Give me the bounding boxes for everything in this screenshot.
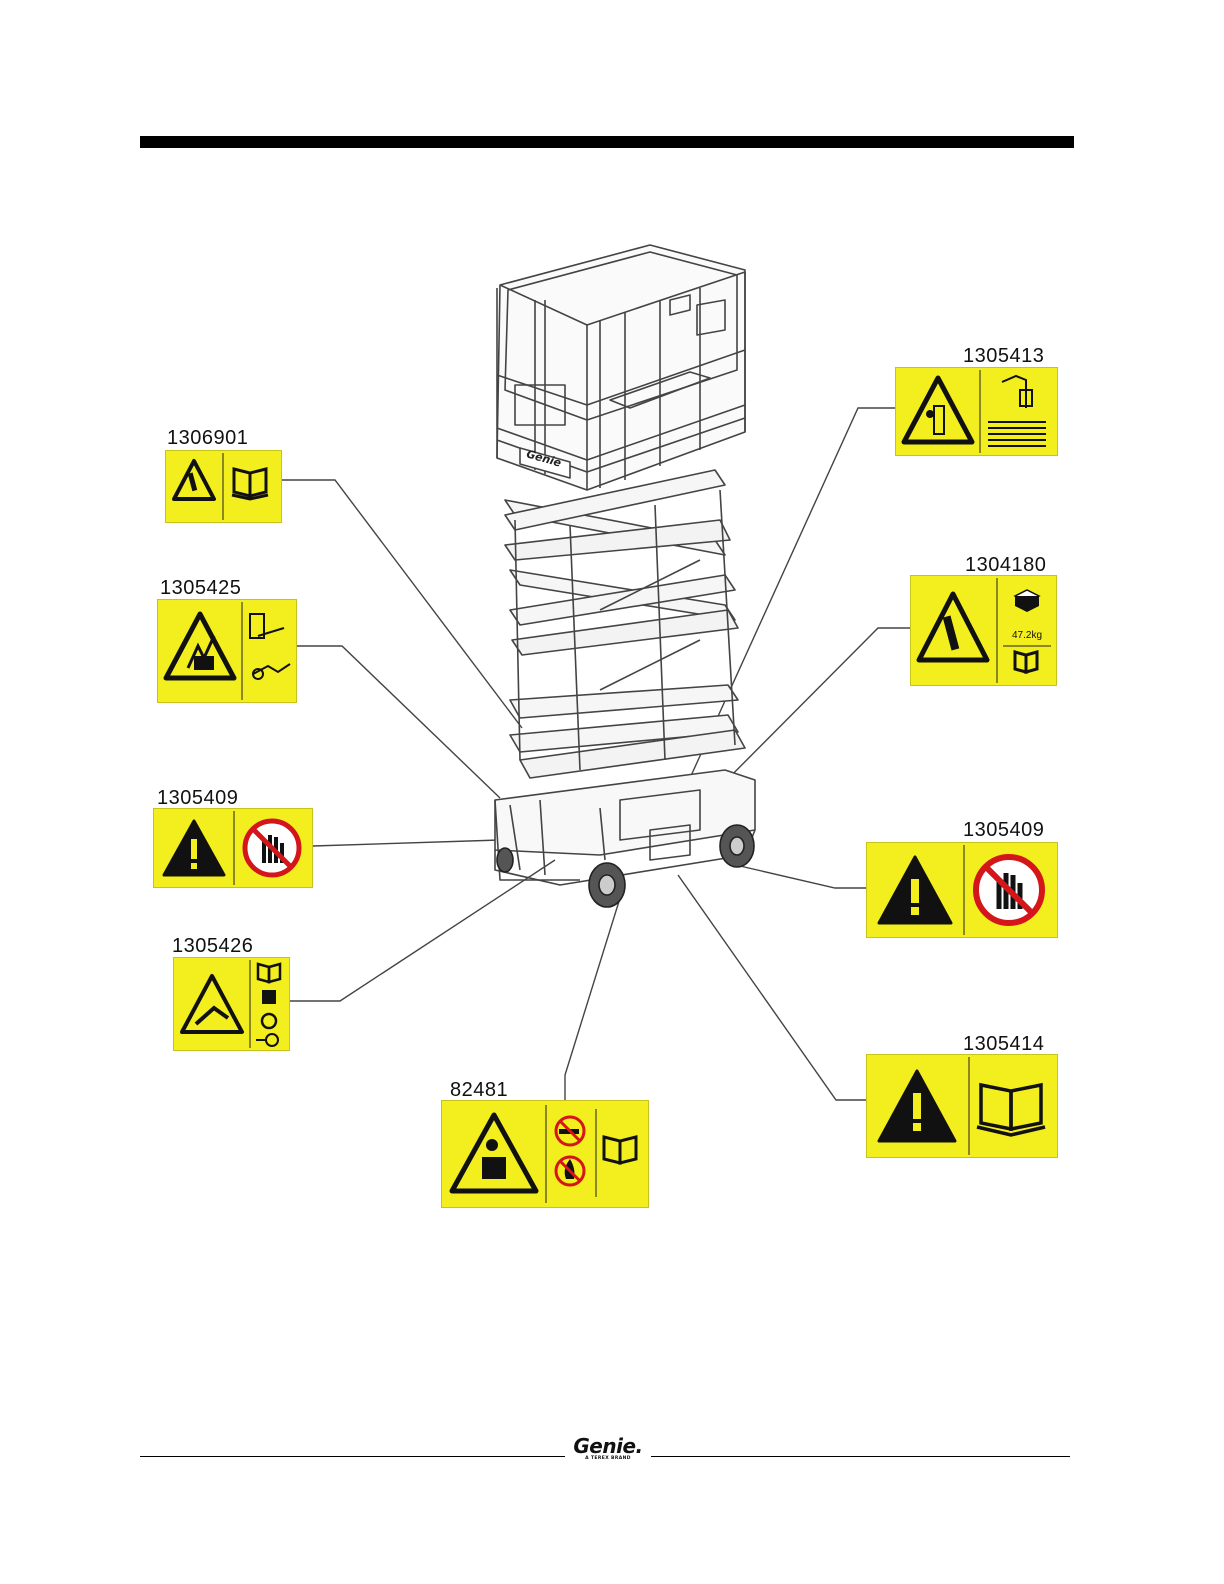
- decal-1306901: [165, 450, 282, 523]
- part-number-label: 1305413: [963, 346, 1044, 366]
- decal-1305426-symbols: [174, 958, 289, 1050]
- part-number-label: 1305409: [157, 788, 238, 808]
- footer-rule-left: [140, 1456, 565, 1457]
- part-number-label: 1305409: [963, 820, 1044, 840]
- decal-1305414-symbols: [867, 1055, 1057, 1157]
- decal-1305425-symbols: [158, 600, 296, 702]
- warning-icon: [879, 1071, 955, 1141]
- disconnect-plug-icon: [250, 614, 290, 679]
- warning-icon: [164, 821, 224, 875]
- decal-1305409-right-symbols: [867, 843, 1057, 937]
- electrocution-hazard-icon: [166, 614, 234, 678]
- part-number-label: 82481: [450, 1080, 508, 1100]
- crush-hazard-icon: [182, 976, 242, 1032]
- decal-1305409-left: [153, 808, 313, 888]
- decal-1305409-left-symbols: [154, 809, 312, 887]
- connector-icon: [256, 1034, 278, 1046]
- footer-rule-right: [651, 1456, 1070, 1457]
- leader-1305425: [297, 646, 500, 798]
- crush-hazard-icon: [919, 594, 987, 660]
- part-number-label: 1305414: [963, 1034, 1044, 1054]
- decal-82481-symbols: [442, 1101, 648, 1207]
- prohibited-hand-icon: [976, 857, 1042, 923]
- decal-1306901-symbols: [166, 451, 281, 522]
- weight-icon: [1015, 590, 1039, 612]
- scissor-arms: [505, 470, 745, 778]
- leader-1305409-left: [313, 840, 500, 846]
- decal-1305425: [157, 599, 297, 703]
- leader-1306901: [282, 480, 522, 728]
- explosion-hazard-icon: [452, 1115, 536, 1191]
- battery-icon: [262, 990, 276, 1004]
- fall-hazard-icon: [904, 378, 972, 442]
- part-number-label: 1305426: [172, 936, 253, 956]
- decal-1305413-symbols: [896, 368, 1057, 455]
- warning-icon: [879, 857, 951, 923]
- decal-1304180: 47.2kg: [910, 575, 1057, 686]
- leader-1305414: [678, 875, 866, 1100]
- decal-1305426: [173, 957, 290, 1051]
- manual-icon: [258, 964, 280, 982]
- part-number-label: 1304180: [965, 555, 1046, 575]
- leader-1305409-right: [740, 866, 866, 888]
- no-flame-icon: [556, 1157, 584, 1185]
- leader-1305426: [290, 860, 555, 1001]
- lift-instruction-icon: [988, 376, 1046, 446]
- manual-icon: [977, 1085, 1045, 1135]
- decal-1305414: [866, 1054, 1058, 1158]
- prohibited-hand-icon: [245, 821, 299, 875]
- weight-text: 47.2kg: [1001, 630, 1053, 641]
- brand-logo: Genie. A TEREX BRAND: [568, 1436, 648, 1466]
- brand-name: Genie.: [568, 1436, 648, 1456]
- chassis: [495, 770, 755, 885]
- decal-1305413: [895, 367, 1058, 456]
- wheel-icon: [262, 1014, 276, 1028]
- manual-icon: [604, 1137, 636, 1163]
- leader-82481: [565, 882, 625, 1100]
- no-smoking-icon: [556, 1117, 584, 1145]
- decal-82481: [441, 1100, 649, 1208]
- part-number-label: 1305425: [160, 578, 241, 598]
- manual-icon: [1015, 652, 1037, 672]
- decal-1305409-right: [866, 842, 1058, 938]
- manual-icon: [232, 469, 268, 499]
- crush-hazard-icon: [174, 461, 214, 499]
- machine: [495, 245, 755, 907]
- part-number-label: 1306901: [167, 428, 248, 448]
